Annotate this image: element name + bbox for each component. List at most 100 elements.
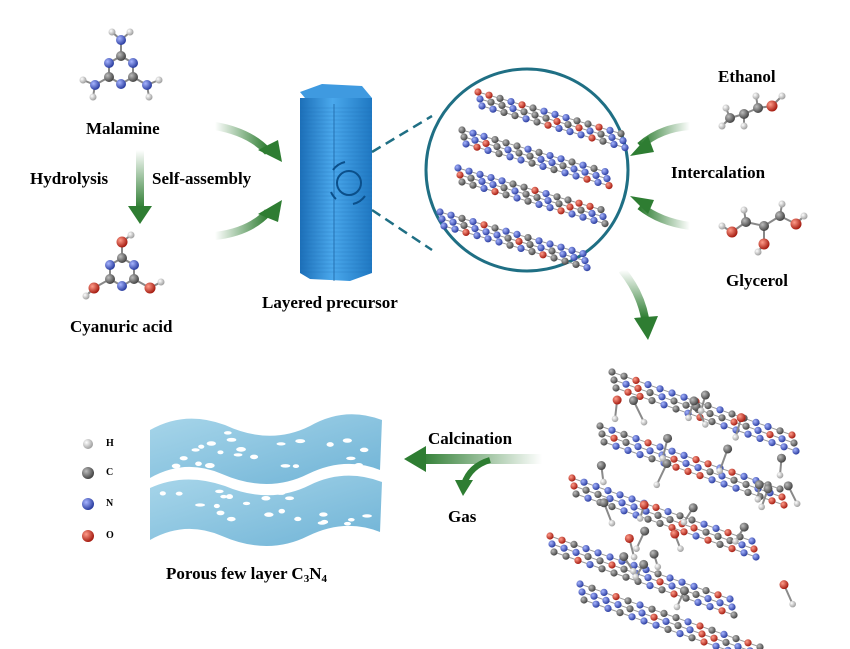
legend-o-label: O <box>106 530 114 541</box>
atom <box>546 152 554 160</box>
product-label: Porous few layer C3N4 <box>166 565 327 585</box>
atom <box>537 244 545 252</box>
atom <box>680 393 688 401</box>
atom <box>639 500 649 510</box>
atom <box>685 414 692 422</box>
product-label-prefix: Porous few layer C <box>166 564 304 583</box>
atom <box>648 605 656 613</box>
atom <box>542 190 550 198</box>
atom <box>672 463 680 471</box>
pore <box>264 512 274 517</box>
atom <box>650 613 658 621</box>
atom <box>634 443 642 451</box>
atom <box>697 407 705 414</box>
atom <box>600 438 608 446</box>
atom <box>578 588 586 596</box>
glycerol-label: Glycerol <box>726 271 788 290</box>
atom <box>740 549 748 557</box>
atom <box>583 264 591 272</box>
atom <box>744 488 752 496</box>
atom <box>542 114 550 122</box>
atom <box>668 447 676 455</box>
atom <box>467 174 475 182</box>
atom <box>582 545 590 553</box>
atom <box>566 128 574 136</box>
atom <box>644 515 652 523</box>
atom <box>634 384 642 392</box>
atom <box>537 155 545 163</box>
atom <box>595 123 603 131</box>
atom <box>592 600 600 608</box>
atom <box>522 190 530 198</box>
atom <box>730 611 738 619</box>
atom <box>550 166 558 174</box>
atom <box>482 228 490 236</box>
atom <box>670 529 680 539</box>
atom <box>646 389 654 397</box>
atom <box>480 221 488 229</box>
zoom-circle <box>424 67 630 273</box>
pore <box>159 491 166 496</box>
product-label-mid: N <box>309 564 322 583</box>
atom <box>610 434 618 442</box>
pore <box>343 521 351 526</box>
atom <box>780 443 788 451</box>
atom <box>694 598 702 607</box>
atom <box>644 574 652 582</box>
atom <box>790 439 798 447</box>
atom <box>756 434 764 442</box>
atom <box>500 184 508 192</box>
atom <box>557 155 565 163</box>
atom <box>526 241 534 249</box>
atom <box>722 638 730 647</box>
legend-c-label: C <box>106 467 114 478</box>
atom <box>628 495 636 503</box>
pore <box>261 495 271 501</box>
atom <box>608 519 616 527</box>
atom <box>460 221 468 229</box>
atom <box>608 368 616 376</box>
atom <box>764 423 772 431</box>
self-assembly-label: Self-assembly <box>152 169 252 188</box>
atom <box>652 621 660 629</box>
atom <box>648 397 656 405</box>
atom <box>754 480 764 490</box>
atom <box>570 482 578 490</box>
atom <box>526 152 534 160</box>
atom <box>624 388 632 396</box>
legend-h-label: H <box>106 438 114 449</box>
atom <box>728 410 736 418</box>
atom <box>724 646 732 649</box>
atom <box>608 561 616 569</box>
atom <box>750 545 758 553</box>
atom <box>533 193 541 201</box>
atom <box>630 553 638 561</box>
atom <box>704 402 712 410</box>
atom <box>518 101 526 109</box>
atom <box>513 142 521 150</box>
atom <box>584 120 592 128</box>
atom <box>579 161 587 169</box>
atom <box>620 430 628 438</box>
atom <box>720 422 728 430</box>
atom <box>553 193 561 201</box>
atom <box>506 153 514 161</box>
atom <box>496 94 504 102</box>
atom <box>572 490 580 498</box>
atom <box>478 102 486 110</box>
atom <box>612 593 620 601</box>
atom <box>531 111 539 119</box>
atom <box>742 480 750 488</box>
pore <box>226 516 236 522</box>
atom <box>622 438 630 446</box>
atom <box>566 203 574 211</box>
atom <box>598 565 606 573</box>
atom <box>458 214 466 222</box>
atom <box>682 459 690 467</box>
atom <box>548 159 556 167</box>
atom <box>620 507 628 515</box>
ethanol-molecule <box>718 92 786 130</box>
atom <box>568 158 576 166</box>
calcination-label: Calcination <box>428 429 513 448</box>
atom <box>706 410 714 418</box>
